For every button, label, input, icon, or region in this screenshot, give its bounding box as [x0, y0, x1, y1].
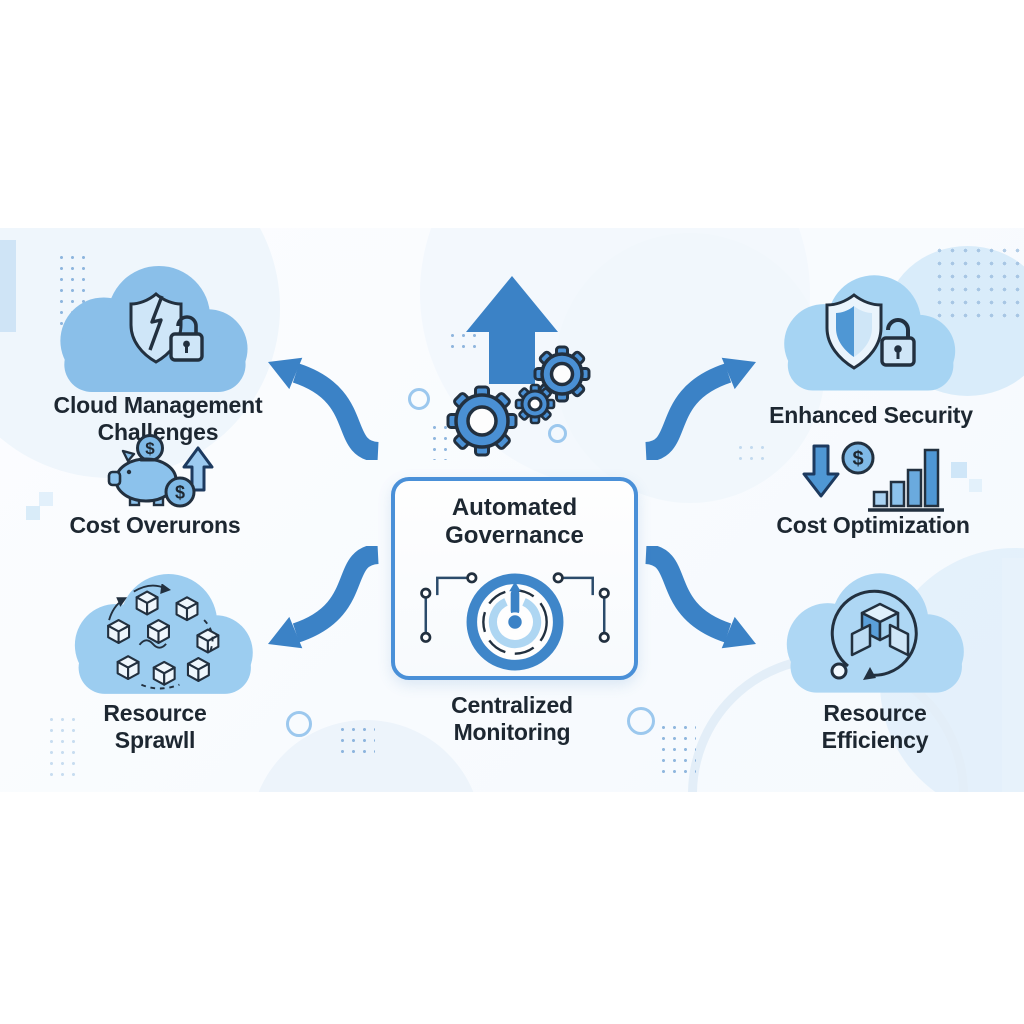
center-caption: Centralized Monitoring	[451, 692, 573, 745]
dot-grid-accent	[46, 714, 82, 780]
center-box-title: Automated Governance	[445, 494, 584, 549]
square-accent	[39, 492, 53, 506]
gauge-dial-icon	[419, 572, 610, 671]
svg-text:$: $	[175, 483, 185, 503]
challenge-sprawl-label: Resource Sprawll	[103, 700, 207, 753]
edge-accent-bar	[0, 240, 16, 332]
dot-grid-accent	[933, 244, 1024, 318]
dot-grid-accent	[735, 442, 767, 462]
challenge-cost-label: Cost Overurons	[69, 512, 241, 538]
automated-governance-box: Automated Governance	[391, 477, 638, 680]
background-blob	[555, 233, 825, 503]
shield-lock-icon	[825, 293, 916, 370]
gear-large-icon	[446, 385, 518, 457]
benefit-cost-label: Cost Optimization	[776, 512, 970, 538]
background-band	[1002, 558, 1024, 792]
dot-grid-accent	[658, 722, 696, 776]
ring-accent	[286, 711, 312, 737]
scattered-cubes-icon	[107, 584, 220, 690]
connector-arrow-lower-right	[644, 546, 756, 649]
square-accent	[969, 479, 982, 492]
svg-text:$: $	[852, 448, 863, 470]
dot-grid-accent	[429, 422, 451, 460]
piggy-bank-coins-icon: $ $	[107, 434, 214, 508]
svg-text:$: $	[145, 439, 155, 458]
dot-grid-accent	[447, 330, 483, 356]
ring-accent	[548, 424, 567, 443]
up-arrow-with-gears-icon	[446, 276, 591, 457]
cubes-cycle-icon	[830, 589, 918, 680]
gear-small-icon	[514, 383, 556, 425]
square-accent	[26, 506, 40, 520]
square-accent	[951, 462, 967, 478]
ring-accent	[408, 388, 430, 410]
connector-arrow-upper-left	[268, 357, 380, 460]
illustration-scene: Cloud Management Challenges $ $ Cost Ove…	[0, 228, 1024, 792]
connector-arrow-upper-right	[644, 357, 756, 460]
benefit-efficiency-label: Resource Efficiency	[821, 700, 929, 753]
broken-shield-lock-icon	[129, 292, 204, 364]
gear-medium-icon	[533, 345, 591, 403]
benefit-security-label: Enhanced Security	[769, 402, 973, 428]
connector-arrow-lower-left	[268, 546, 380, 649]
dot-grid-accent	[337, 724, 375, 754]
dollar-down-arrow-bars-icon: $	[802, 441, 944, 512]
ring-accent	[627, 707, 655, 735]
